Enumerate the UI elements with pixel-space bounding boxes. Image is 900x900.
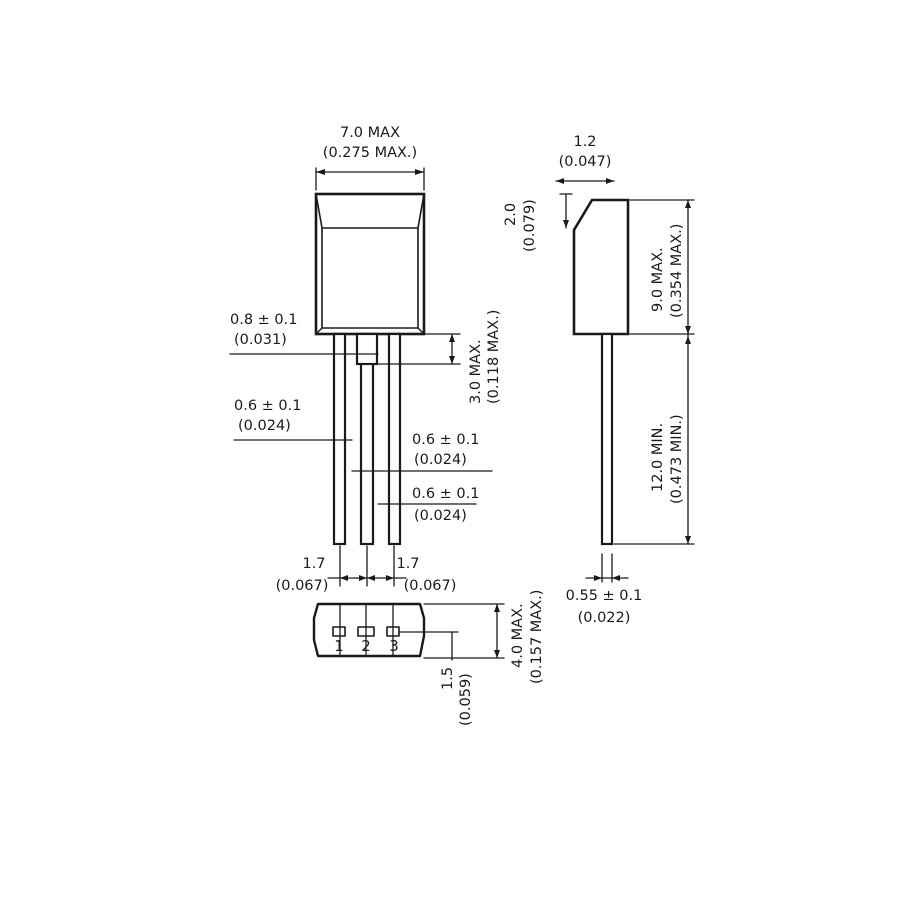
bottom-outline bbox=[312, 602, 426, 658]
dim-chamfer-in: (0.079) bbox=[522, 199, 538, 252]
dim-body-depth-mm: 4.0 MAX. bbox=[510, 603, 526, 668]
dim-lead-offset-in: (0.059) bbox=[458, 673, 474, 726]
dim-body-width-in: (0.275 MAX.) bbox=[323, 145, 417, 161]
dim-lead-offset-mm: 1.5 bbox=[440, 667, 456, 690]
front-body bbox=[314, 192, 426, 336]
dim-shoulder-height-mm: 3.0 MAX. bbox=[468, 339, 484, 404]
dim-pitch-left-in: (0.067) bbox=[276, 578, 329, 594]
dim-lead-width-1-mm: 0.6 ± 0.1 bbox=[234, 398, 302, 414]
dim-body-depth-in: (0.157 MAX.) bbox=[529, 590, 545, 684]
dim-lead-width-3-in: (0.024) bbox=[414, 508, 467, 524]
dim-lead-width-2-in: (0.024) bbox=[414, 452, 467, 468]
dim-lead-width-1-in: (0.024) bbox=[238, 418, 291, 434]
dim-pitch-left-mm: 1.7 bbox=[302, 556, 325, 572]
bottom-view: 1 2 3 4.0 MAX. (0.157 MAX.) 1.5 (0.059) bbox=[312, 590, 545, 726]
lead-2 bbox=[359, 332, 375, 546]
dim-lead-width-2-mm: 0.6 ± 0.1 bbox=[412, 432, 480, 448]
front-body-face bbox=[321, 227, 419, 329]
pin-label-3: 3 bbox=[389, 637, 399, 655]
pin-label-1: 1 bbox=[334, 637, 344, 655]
dim-lead-length-in: (0.473 MIN.) bbox=[669, 414, 685, 504]
dim-lead-length-mm: 12.0 MIN. bbox=[650, 423, 666, 492]
pin-label-2: 2 bbox=[361, 637, 371, 655]
dim-lead-shoulder-mm: 0.8 ± 0.1 bbox=[230, 312, 298, 328]
side-view: 1.2 (0.047) 2.0 (0.079) 9.0 MAX. (0.354 … bbox=[503, 134, 695, 626]
dim-lead-thickness-in: (0.022) bbox=[578, 610, 631, 626]
front-view: 7.0 MAX (0.275 MAX.) 0.8 ± 0.1 (0.031) 3… bbox=[229, 125, 502, 594]
dim-top-thickness-mm: 1.2 bbox=[573, 134, 596, 150]
dim-pitch-right-in: (0.067) bbox=[404, 578, 457, 594]
dim-shoulder-height-in: (0.118 MAX.) bbox=[486, 310, 502, 404]
dim-top-thickness-in: (0.047) bbox=[559, 154, 612, 170]
dim-body-width-mm: 7.0 MAX bbox=[340, 125, 400, 141]
dim-lead-thickness-mm: 0.55 ± 0.1 bbox=[566, 588, 643, 604]
side-lead bbox=[600, 332, 614, 546]
dim-body-height-in: (0.354 MAX.) bbox=[669, 224, 685, 318]
dim-body-height-mm: 9.0 MAX. bbox=[650, 247, 666, 312]
dim-lead-shoulder-in: (0.031) bbox=[234, 332, 287, 348]
side-body bbox=[572, 198, 630, 336]
lead-3 bbox=[387, 332, 402, 546]
dim-pitch-right-mm: 1.7 bbox=[396, 556, 419, 572]
lead-1 bbox=[332, 332, 347, 546]
dim-lead-width-3-mm: 0.6 ± 0.1 bbox=[412, 486, 480, 502]
dim-chamfer-mm: 2.0 bbox=[503, 203, 519, 226]
